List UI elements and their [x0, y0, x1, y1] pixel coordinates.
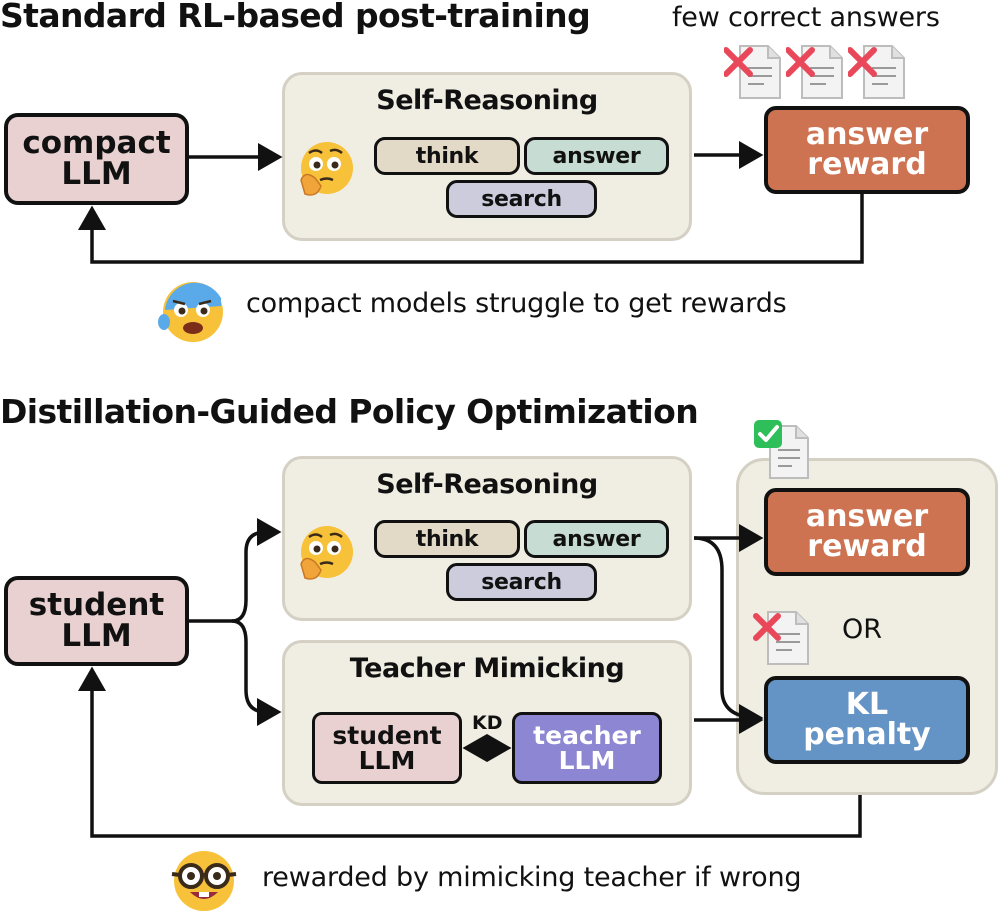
answer-token-top: answer	[524, 137, 669, 175]
accepted-doc-icon	[752, 418, 814, 484]
bottom-caption: rewarded by mimicking teacher if wrong	[262, 862, 802, 893]
nerd-face-icon	[168, 848, 240, 918]
self-reasoning-title-top: Self-Reasoning	[376, 85, 598, 116]
teacher-mimicking-title: Teacher Mimicking	[349, 653, 625, 684]
section-title-standard-rl: Standard RL-based post-training	[0, 0, 591, 35]
think-token-top: think	[374, 137, 520, 175]
answer-reward-box-bottom: answer reward	[764, 488, 970, 576]
student-llm-box: student LLM	[4, 576, 189, 666]
search-token-bottom: search	[446, 563, 597, 601]
think-token-bottom: think	[374, 520, 520, 558]
rejected-doc-1	[723, 42, 786, 106]
compact-llm-box: compact LLM	[4, 113, 189, 205]
student-llm-inner-label: student LLM	[332, 721, 442, 775]
answer-reward-box-top: answer reward	[764, 106, 970, 194]
anxious-face-icon	[157, 276, 227, 348]
self-reasoning-panel-bottom: Self-Reasoning	[282, 456, 692, 621]
or-label: OR	[842, 614, 883, 645]
top-caption: compact models struggle to get rewards	[246, 288, 787, 319]
answer-reward-label-top: answer reward	[805, 117, 929, 182]
kd-label: KD	[472, 712, 503, 734]
student-llm-inner-box: student LLM	[312, 712, 462, 784]
kl-penalty-box: KL penalty	[764, 676, 970, 764]
teacher-llm-box: teacher LLM	[512, 712, 662, 784]
answer-token-bottom: answer	[524, 520, 669, 558]
compact-llm-label: compact LLM	[22, 125, 171, 192]
rejected-doc-3	[847, 42, 910, 106]
kl-penalty-label: KL penalty	[803, 687, 931, 752]
thinking-face-icon	[297, 140, 355, 204]
thinking-face-icon-bottom	[297, 524, 355, 588]
answer-reward-label-bottom: answer reward	[805, 499, 929, 564]
search-token-top: search	[446, 180, 597, 218]
teacher-llm-label: teacher LLM	[533, 721, 641, 775]
rejected-doc-2	[785, 42, 848, 106]
student-llm-label: student LLM	[28, 587, 165, 654]
section-title-dgpo: Distillation-Guided Policy Optimization	[0, 392, 699, 431]
rejected-doc-bottom	[752, 608, 814, 672]
self-reasoning-title-bottom: Self-Reasoning	[376, 469, 598, 500]
few-correct-answers-label: few correct answers	[672, 2, 940, 33]
